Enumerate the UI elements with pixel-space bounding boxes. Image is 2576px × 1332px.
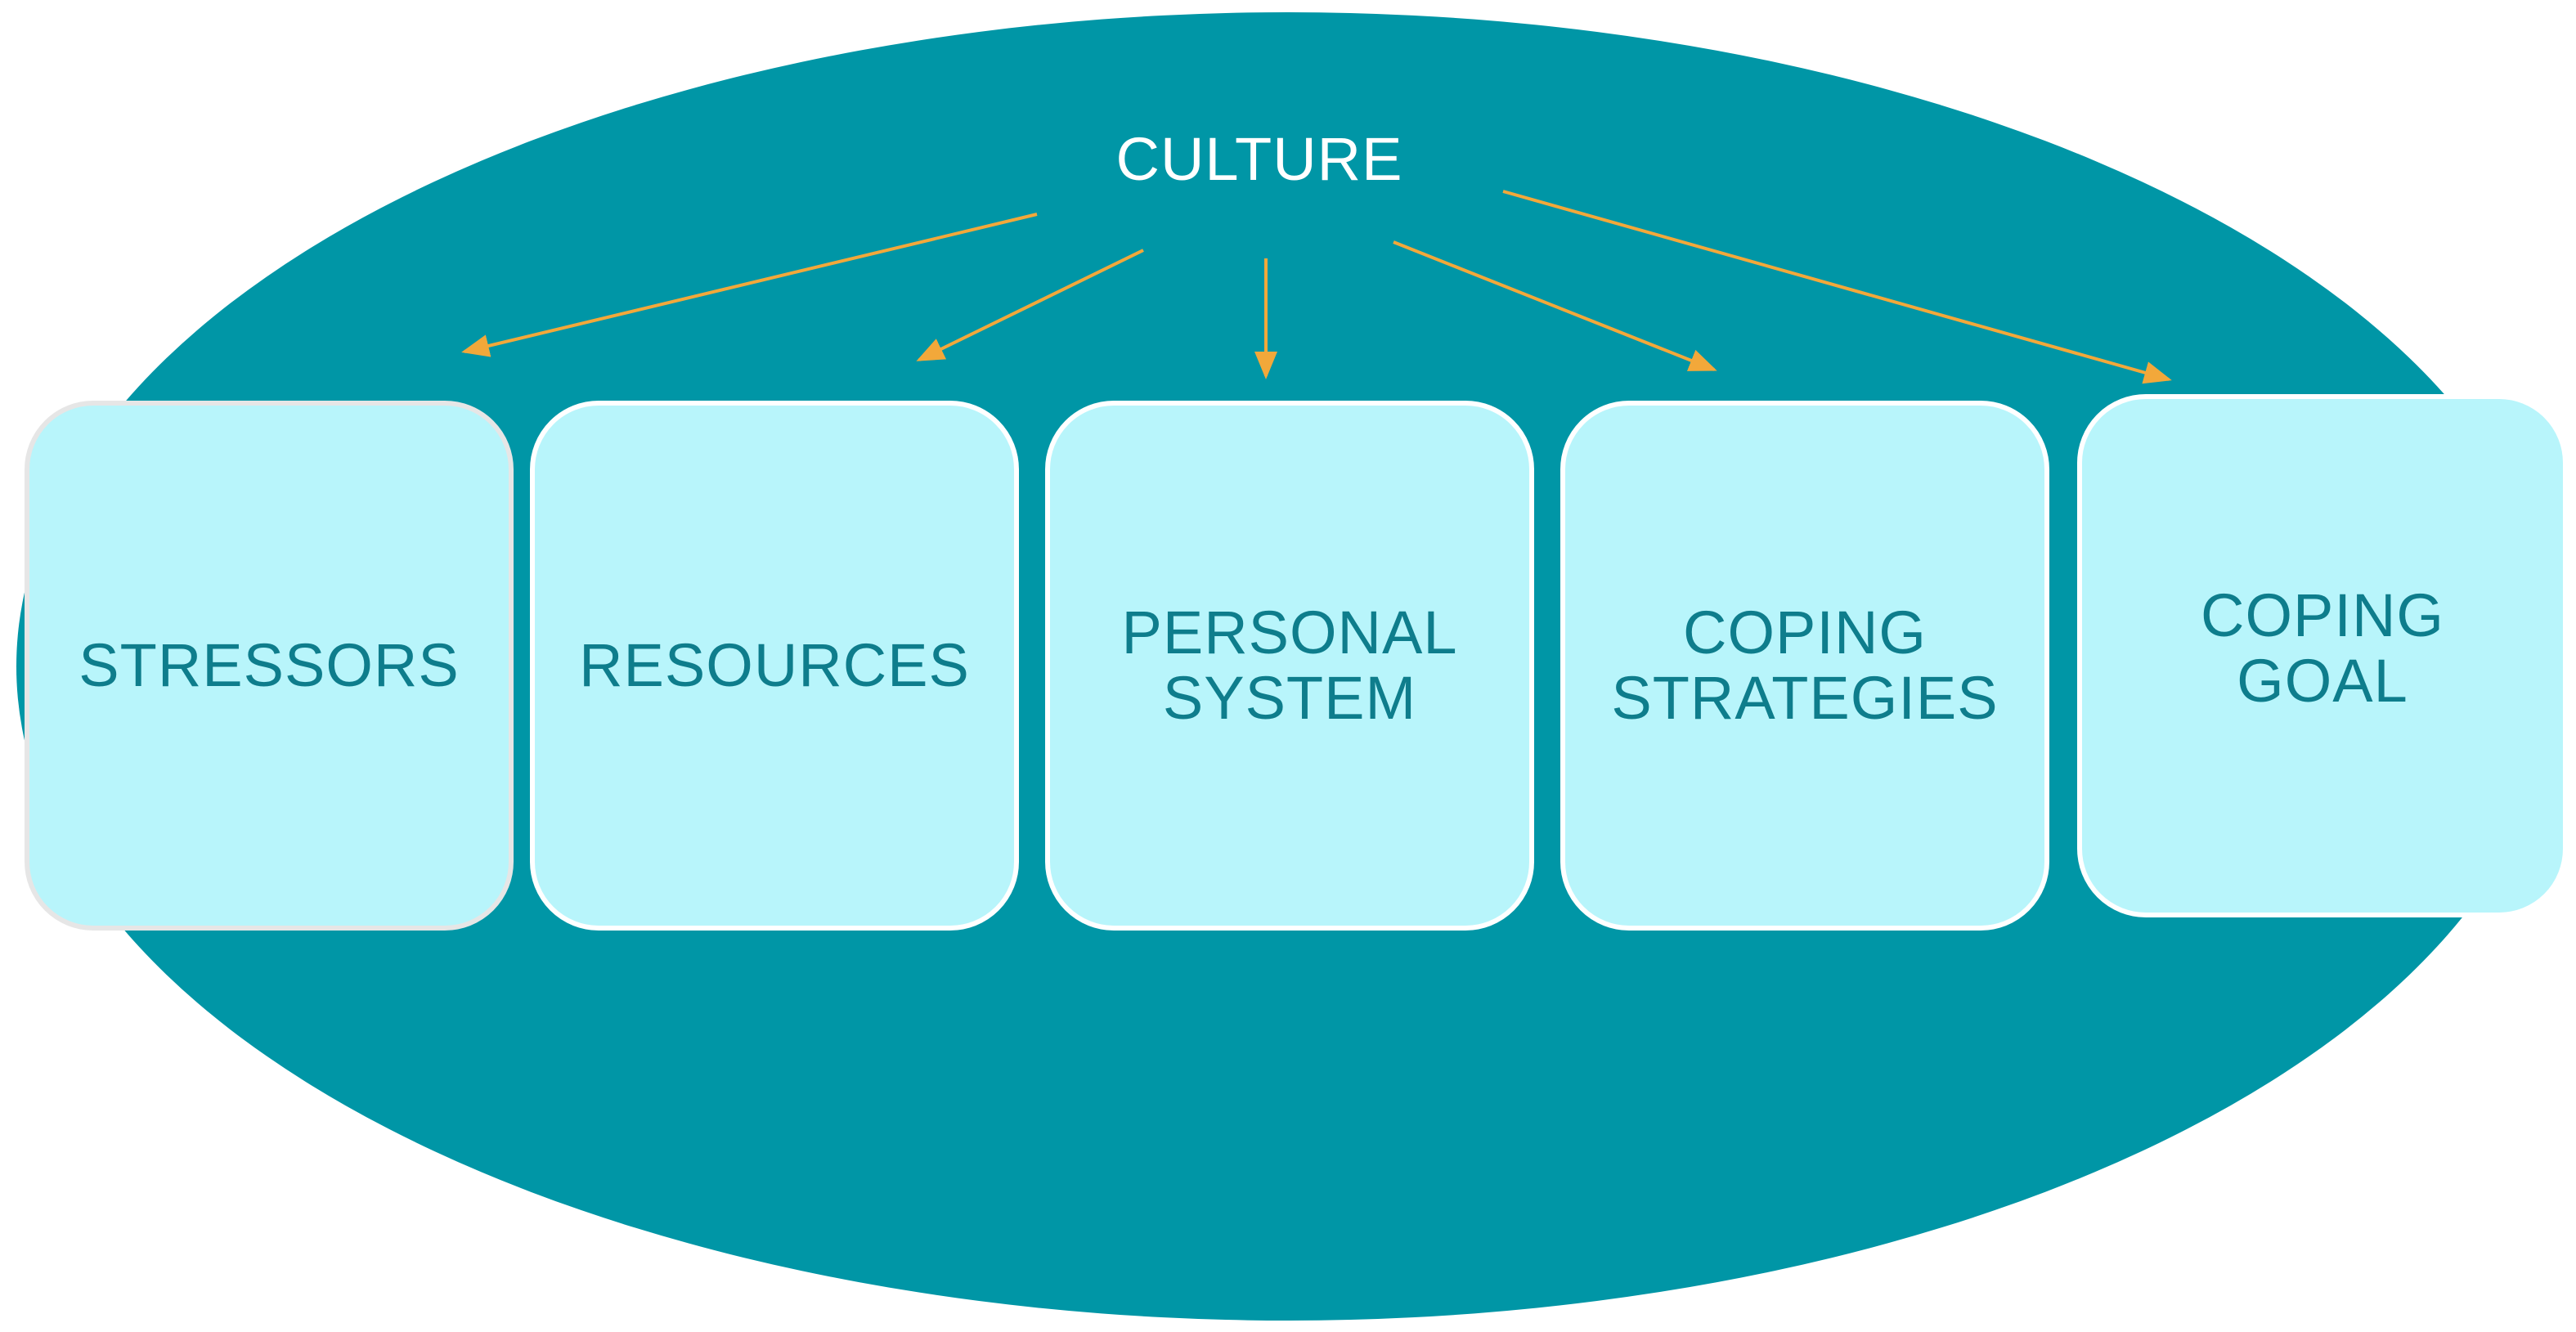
arrow-to-stressors — [461, 213, 1038, 357]
coping-goal-label: COPING GOAL — [2201, 581, 2444, 715]
arrow-to-resources — [916, 249, 1144, 361]
arrow-to-coping-goal — [1502, 190, 2172, 384]
stressors-box: STRESSORS — [25, 401, 514, 931]
resources-box: RESOURCES — [530, 401, 1019, 931]
resources-label: RESOURCES — [579, 631, 970, 699]
coping-goal-box: COPING GOAL — [2077, 394, 2568, 917]
coping-strategies-box: COPING STRATEGIES — [1560, 401, 2049, 931]
arrows — [461, 190, 2172, 384]
coping-strategies-label: COPING STRATEGIES — [1611, 599, 1999, 732]
personal-system-box: PERSONAL SYSTEM — [1045, 401, 1534, 931]
culture-label: CULTURE — [1115, 125, 1403, 193]
personal-system-label: PERSONAL SYSTEM — [1121, 599, 1458, 732]
stressors-label: STRESSORS — [79, 631, 460, 699]
arrow-to-coping-strategies — [1393, 240, 1717, 371]
